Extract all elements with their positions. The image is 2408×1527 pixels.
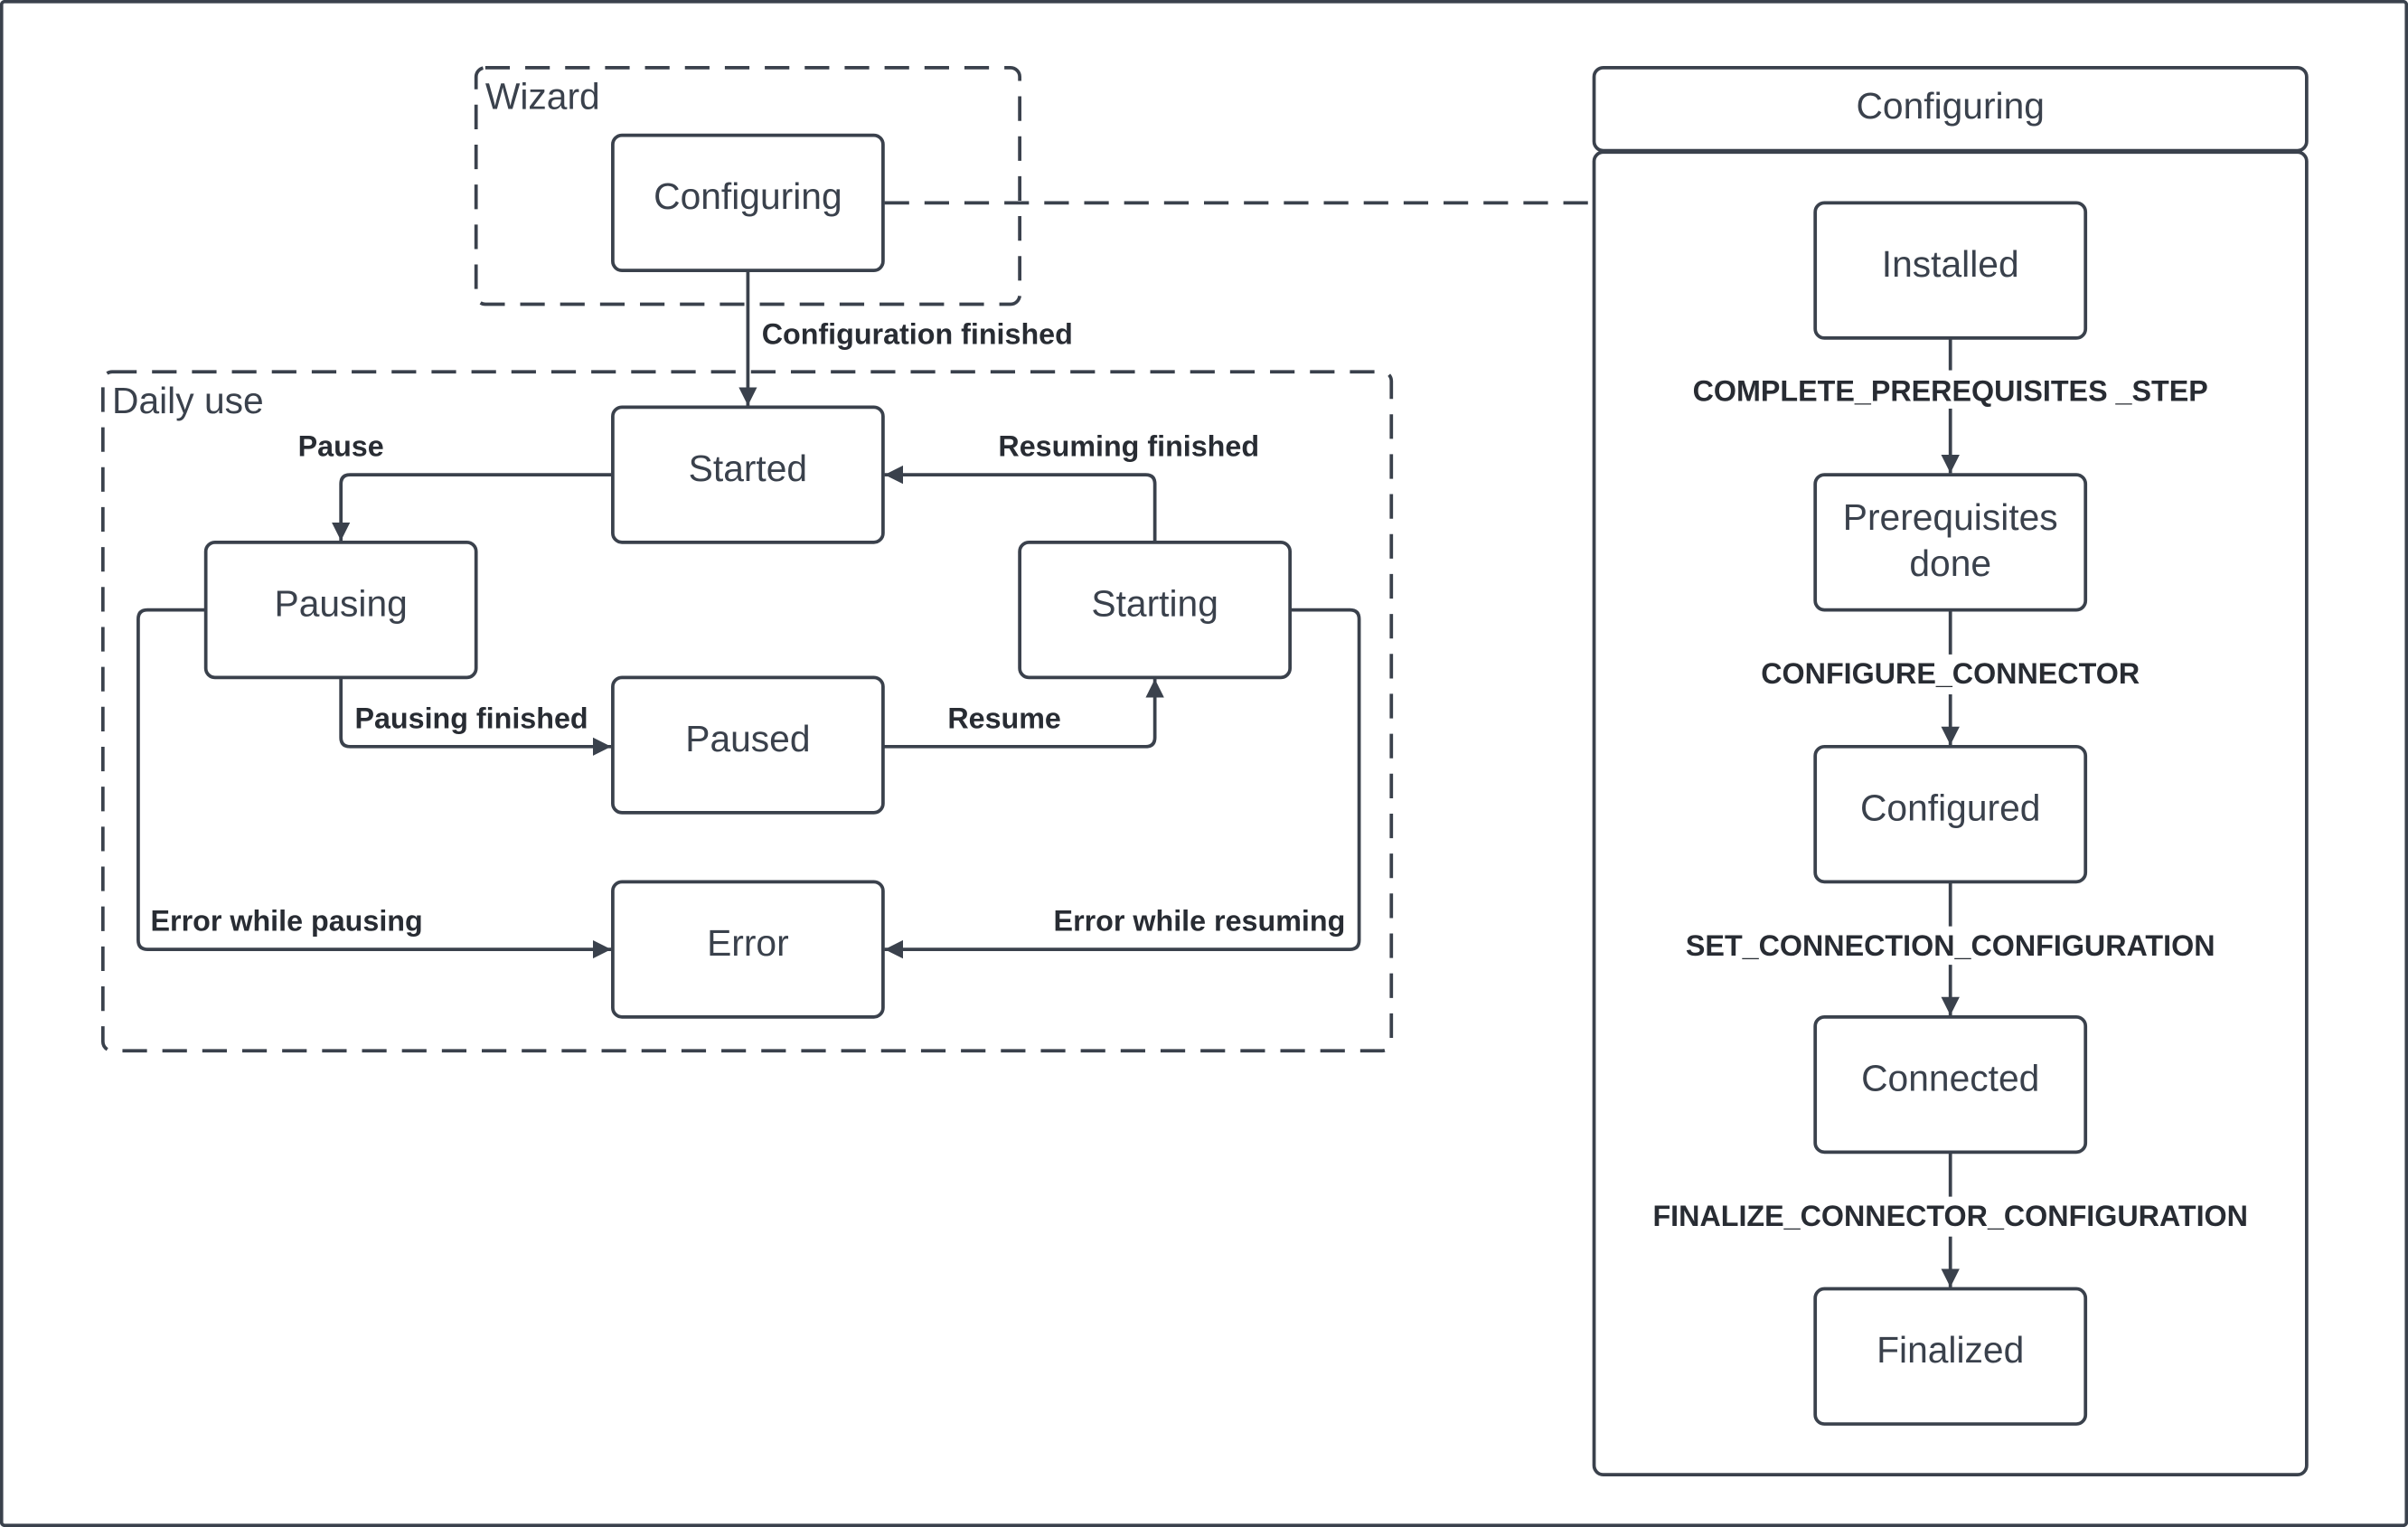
daily-use-group [100, 370, 1394, 1053]
state-error [611, 880, 885, 1019]
state-connected-label: Connected [1861, 1057, 2039, 1098]
state-started [611, 405, 885, 544]
edge-resuming-finished-label: Resuming finished [998, 430, 1259, 463]
edge-resuming-finished [884, 465, 1157, 542]
state-starting-label: Starting [1091, 582, 1218, 624]
state-prerequisites-label-line1: Prerequisites [1843, 496, 2058, 538]
wizard-group-label: Wizard [485, 76, 600, 118]
edge-pause [331, 473, 613, 542]
edge-set-connection-configuration-label: SET_CONNECTION_CONFIGURATION [1686, 929, 2215, 962]
state-pausing-label: Pausing [275, 582, 408, 624]
edge-configure-connector-label: CONFIGURE_CONNECTOR [1761, 657, 2140, 690]
edge-error-while-pausing-label: Error while pausing [151, 905, 423, 938]
state-configured-label: Configured [1860, 787, 2040, 828]
edge-pausing-finished [339, 677, 612, 757]
state-paused-label: Paused [685, 718, 810, 759]
state-wizard-configuring-label: Configuring [654, 175, 842, 217]
edge-error-while-pausing [136, 608, 612, 959]
state-installed-label: Installed [1882, 243, 2019, 285]
daily-use-group-label: Daily use [112, 380, 264, 421]
edge-finalize-connector-configuration-label: FINALIZE_CONNECTOR_CONFIGURATION [1652, 1200, 2247, 1232]
edge-configuration-finished-label: Configuration finished [762, 318, 1073, 351]
edge-error-while-resuming-label: Error while resuming [1054, 905, 1346, 938]
edge-resume-label: Resume [947, 702, 1061, 734]
edge-complete-prerequisites-label: COMPLETE_PREREQUISITES _STEP [1693, 375, 2208, 408]
state-error-label: Error [707, 922, 789, 964]
state-prerequisites-label-line2: done [1909, 542, 1991, 584]
configuring-panel-title: Configuring [1856, 85, 2045, 127]
wizard-group [474, 65, 1021, 306]
edge-resume [882, 679, 1164, 749]
edge-error-while-resuming [884, 608, 1361, 959]
state-finalized-label: Finalized [1877, 1329, 2024, 1371]
edge-pausing-finished-label: Pausing finished [354, 702, 588, 734]
edge-pause-label: Pause [298, 430, 384, 463]
state-started-label: Started [689, 448, 807, 489]
state-finalized [1813, 1287, 2088, 1426]
